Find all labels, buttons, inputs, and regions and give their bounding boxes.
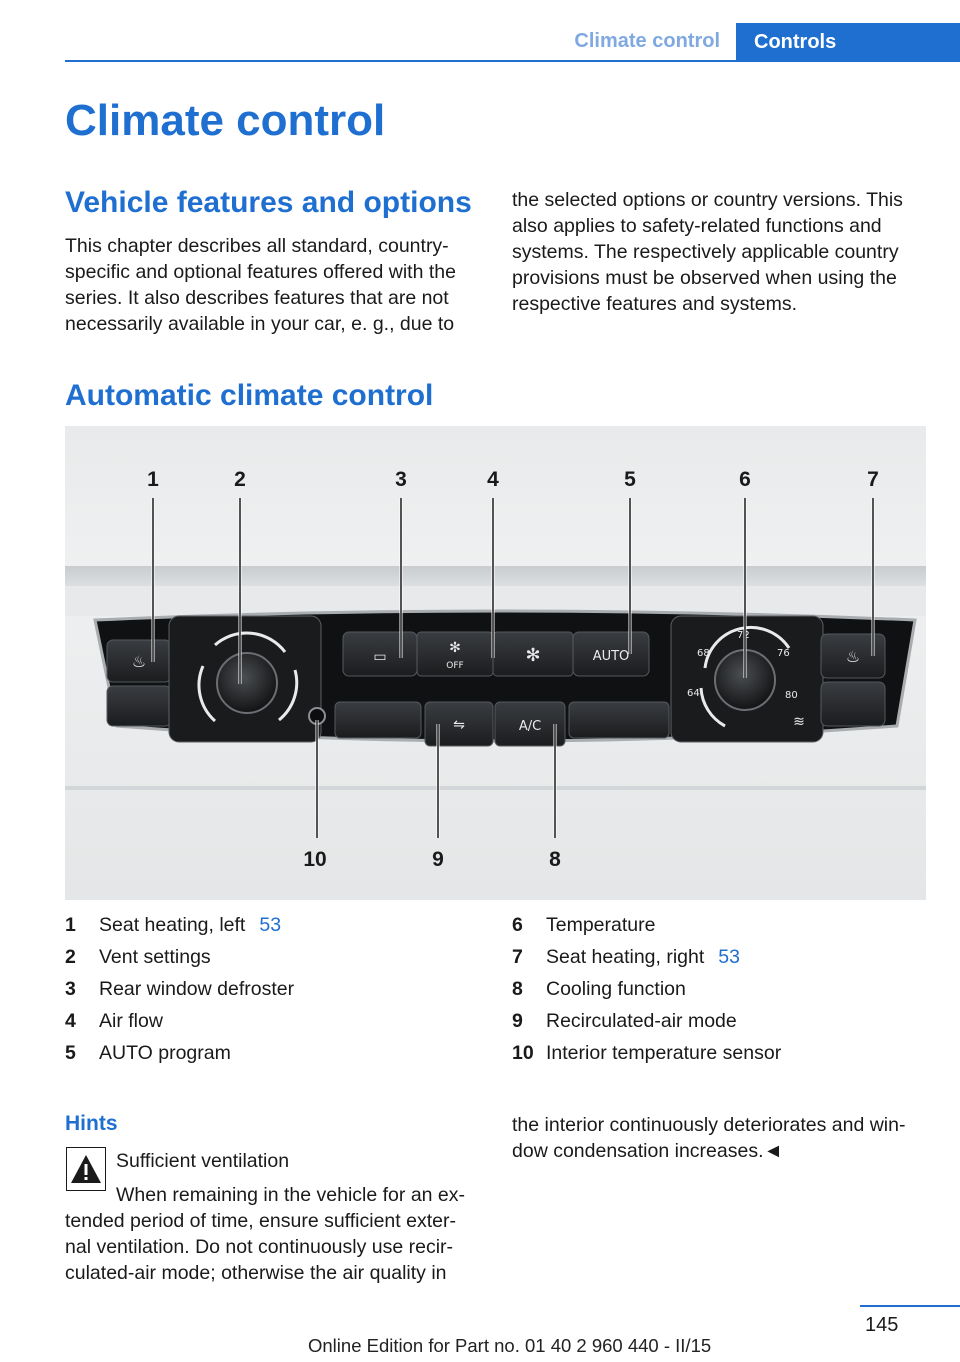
vent-knob — [216, 652, 278, 714]
svg-text:76: 76 — [777, 648, 790, 659]
warning-icon — [65, 1146, 107, 1192]
header-chapter-label: Controls — [754, 31, 837, 53]
features-right-paragraph: the selected options or country versions… — [512, 187, 932, 317]
callout-2: 2 — [234, 468, 246, 491]
climate-panel-figure: ♨ ▭ ✻ OFF ✻ AUTO ⇋ A/C 72 68 76 — [65, 426, 926, 900]
legend-label: Rear window defroster — [99, 978, 295, 1000]
text-line: series. It also describes features that … — [65, 287, 449, 309]
ac-button — [494, 701, 566, 747]
text-line: necessarily available in your car, e. g.… — [65, 313, 455, 335]
legend-label: AUTO program — [99, 1042, 231, 1064]
legend-label: Vent settings — [99, 946, 211, 968]
page-ref-link[interactable]: 53 — [718, 946, 740, 968]
text-line: This chapter describes all standard, cou… — [65, 235, 449, 257]
svg-text:72: 72 — [737, 630, 750, 641]
text-line: tended period of time, ensure sufficient… — [65, 1210, 456, 1232]
warning-title: Sufficient ventilation — [116, 1150, 290, 1172]
svg-text:80: 80 — [785, 690, 798, 701]
text-line: respective features and systems. — [512, 293, 798, 315]
svg-text:✻: ✻ — [525, 645, 540, 666]
text-line: When remaining in the vehicle for an ex- — [116, 1184, 466, 1206]
edition-footer: Online Edition for Part no. 01 40 2 960 … — [308, 1335, 712, 1356]
callout-5: 5 — [624, 468, 636, 491]
legend-label: Recirculated-air mode — [546, 1010, 737, 1032]
text-line: specific and optional features offered w… — [65, 261, 456, 283]
legend-number: 5 — [65, 1042, 76, 1064]
hints-heading: Hints — [65, 1112, 118, 1135]
callout-10: 10 — [303, 848, 326, 871]
legend-number: 2 — [65, 946, 76, 968]
legend-number: 6 — [512, 914, 523, 936]
text-line: culated-air mode; otherwise the air qual… — [65, 1262, 447, 1284]
callout-9: 9 — [432, 848, 444, 871]
svg-text:⇋: ⇋ — [453, 717, 465, 733]
callout-1: 1 — [147, 468, 159, 491]
text-line: nal ventilation. Do not continuously use… — [65, 1236, 454, 1258]
svg-text:OFF: OFF — [446, 661, 463, 671]
seat-heat-right-button — [820, 633, 886, 679]
warning-text-continued: the interior continuously deteriorates a… — [512, 1112, 932, 1164]
svg-text:♨: ♨ — [132, 652, 146, 671]
climate-panel-illustration: ♨ ▭ ✻ OFF ✻ AUTO ⇋ A/C 72 68 76 — [65, 426, 926, 900]
header-chapter-tab: Controls — [736, 23, 960, 62]
svg-text:AUTO: AUTO — [593, 649, 630, 664]
text-line: systems. The respectively applicable cou… — [512, 241, 899, 263]
legend-label: Interior temperature sensor — [546, 1042, 782, 1064]
svg-text:64: 64 — [687, 688, 700, 699]
callout-6: 6 — [739, 468, 751, 491]
header-rule — [65, 60, 960, 62]
legend-label: Seat heating, left — [99, 914, 246, 936]
text-line: provisions must be observed when using t… — [512, 267, 897, 289]
legend-label: Temperature — [546, 914, 656, 936]
legend-number: 4 — [65, 1010, 76, 1032]
callout-8: 8 — [549, 848, 561, 871]
page-number: 145 — [865, 1314, 899, 1336]
legend-number: 1 — [65, 914, 76, 936]
callout-3: 3 — [395, 468, 407, 491]
svg-text:68: 68 — [697, 648, 710, 659]
svg-text:A/C: A/C — [519, 719, 541, 734]
legend-label: Air flow — [99, 1010, 163, 1032]
svg-text:♨: ♨ — [846, 647, 860, 666]
callout-4: 4 — [487, 468, 499, 491]
svg-text:≋: ≋ — [793, 714, 805, 730]
legend-number: 9 — [512, 1010, 523, 1032]
features-left-paragraph: This chapter describes all standard, cou… — [65, 233, 475, 337]
legend-number: 8 — [512, 978, 523, 1000]
text-line: the selected options or country versions… — [512, 189, 903, 211]
legend-label: Cooling function — [546, 978, 686, 1000]
page-ref-link[interactable]: 53 — [259, 914, 282, 936]
footer-rule — [860, 1305, 960, 1307]
legend-label: Seat heating, right — [546, 946, 705, 968]
text-line: also applies to safety-related functions… — [512, 215, 882, 237]
legend-number: 3 — [65, 978, 76, 1000]
legend-number: 7 — [512, 946, 523, 968]
callout-7: 7 — [867, 468, 879, 491]
svg-text:✻: ✻ — [449, 640, 461, 656]
text-line: the interior continuously deteriorates a… — [512, 1114, 906, 1136]
text-line: dow condensation increases.◄ — [512, 1140, 783, 1162]
header-section-label: Climate control — [574, 30, 720, 52]
automatic-climate-heading: Automatic climate control — [65, 379, 434, 412]
legend-number: 10 — [512, 1042, 534, 1064]
page-title: Climate control — [65, 96, 386, 145]
warning-text: When remaining in the vehicle for an ex-… — [65, 1182, 485, 1286]
features-heading: Vehicle features and options — [65, 186, 472, 219]
recirc-button — [424, 701, 494, 747]
svg-text:▭: ▭ — [373, 649, 386, 665]
